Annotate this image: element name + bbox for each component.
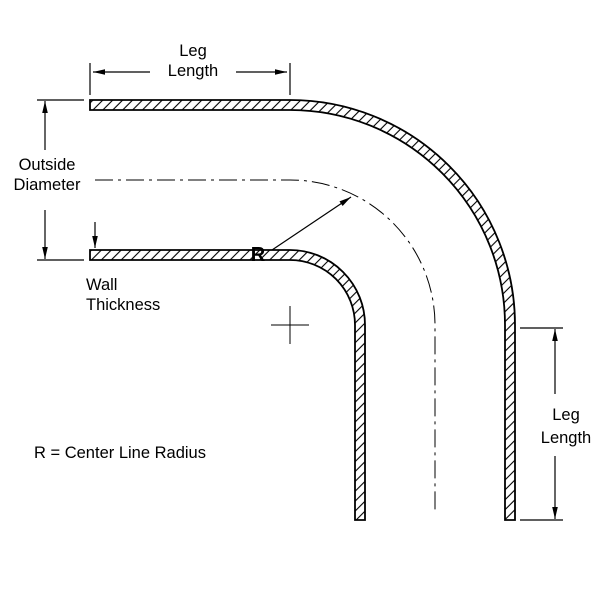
right-extension-lines <box>520 327 563 521</box>
dimension-wall-thickness: Wall Thickness <box>86 222 160 314</box>
radius-legend-text: R = Center Line Radius <box>34 444 206 462</box>
outside-diameter-label-line2: Diameter <box>14 176 81 194</box>
dimension-radius: R <box>251 196 352 266</box>
tube-inner-wall-hatched <box>89 249 366 521</box>
center-lines <box>95 179 436 512</box>
wall-thickness-label-line2: Thickness <box>86 296 160 314</box>
top-leg-length-label-line2: Length <box>168 62 218 80</box>
dimension-right-leg-length: Leg Length <box>520 327 591 521</box>
center-line-dashdot <box>95 179 436 512</box>
top-leg-length-label-line1: Leg <box>179 42 207 60</box>
right-leg-length-label-line1: Leg <box>552 406 580 424</box>
dimension-top-leg-length: Leg Length <box>89 42 291 95</box>
right-leg-length-label-line2: Length <box>541 429 591 447</box>
wall-thickness-label-line1: Wall <box>86 276 117 294</box>
outside-diameter-label-line1: Outside <box>19 156 76 174</box>
radius-arrow <box>271 196 352 251</box>
bend-center-cross-mark <box>271 306 309 344</box>
dimension-outside-diameter: Outside Diameter <box>14 99 84 261</box>
top-extension-lines <box>89 63 291 95</box>
od-extension-lines <box>37 99 84 261</box>
tube-body <box>89 99 516 521</box>
radius-symbol-label: R <box>251 244 266 266</box>
tube-outer-wall-hatched <box>89 99 516 521</box>
